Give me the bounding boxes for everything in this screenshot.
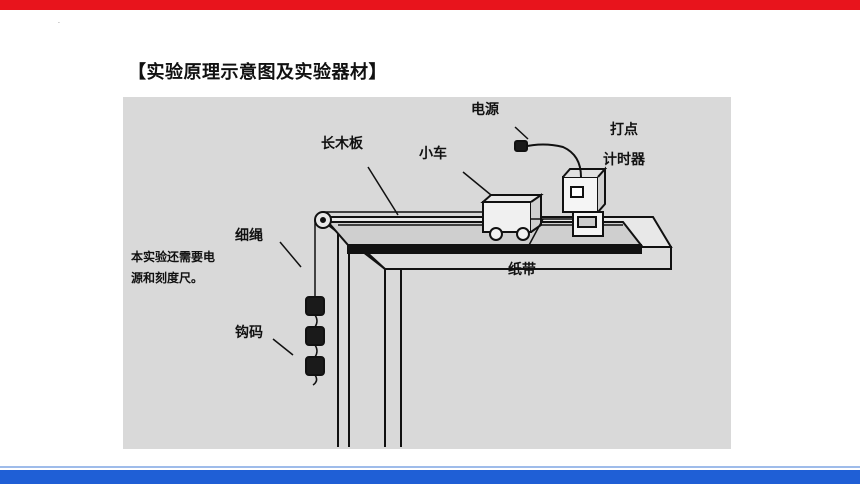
label-weights: 钩码 bbox=[235, 325, 263, 341]
bottom-divider bbox=[0, 466, 860, 468]
cart-wheel bbox=[516, 227, 530, 241]
power-plug bbox=[514, 140, 528, 152]
slide-title: 【实验原理示意图及实验器材】 bbox=[128, 62, 387, 83]
label-power: 电源 bbox=[471, 102, 499, 118]
label-cart: 小车 bbox=[419, 146, 447, 162]
hook-weight bbox=[305, 296, 325, 316]
cart-wheel bbox=[489, 227, 503, 241]
hook-weight bbox=[305, 356, 325, 376]
bottom-accent-bar bbox=[0, 470, 860, 484]
experiment-diagram: 电源 打点 计时器 长木板 小车 细绳 纸带 钩码 本实验还需要电源和刻度尺。 bbox=[123, 97, 731, 449]
label-board: 长木板 bbox=[321, 136, 363, 152]
note-text: 本实验还需要电源和刻度尺。 bbox=[131, 250, 216, 285]
label-timer-1: 打点 bbox=[610, 122, 638, 138]
power-cable bbox=[522, 143, 582, 178]
top-accent-bar bbox=[0, 0, 860, 10]
label-tape: 纸带 bbox=[508, 262, 536, 278]
decorative-dot: · bbox=[58, 20, 60, 27]
apparatus-drawing bbox=[272, 126, 673, 447]
label-timer-2: 计时器 bbox=[603, 152, 645, 168]
hook-weight bbox=[305, 326, 325, 346]
label-string: 细绳 bbox=[235, 228, 263, 244]
